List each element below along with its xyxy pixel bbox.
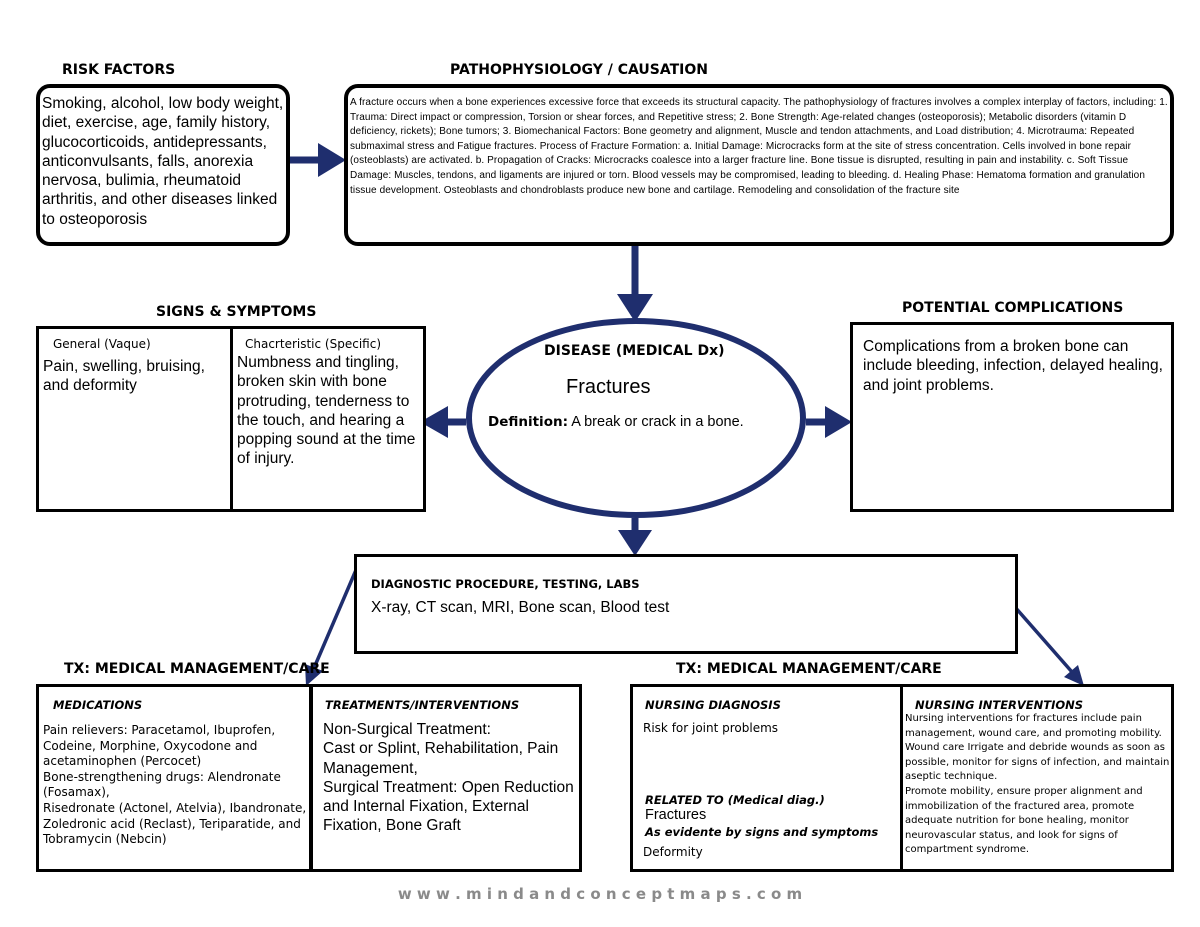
treatments-box: TREATMENTS/INTERVENTIONS Non-Surgical Tr… (310, 684, 582, 872)
risk-factors-box: Smoking, alcohol, low body weight, diet,… (36, 84, 290, 246)
nursing-diagnosis-label: NURSING DIAGNOSIS (645, 698, 781, 712)
disease-name: Fractures (566, 376, 651, 398)
complications-text: Complications from a broken bone can inc… (863, 338, 1163, 394)
site-watermark: w w w . m i n d a n d c o n c e p t m a … (397, 885, 803, 903)
medications-label: MEDICATIONS (53, 698, 143, 712)
arrow-risk-to-patho (290, 143, 346, 177)
complications-box: Complications from a broken bone can inc… (850, 322, 1174, 512)
pathophysiology-heading: PATHOPHYSIOLOGY / CAUSATION (450, 62, 708, 78)
medications-text: Pain relievers: Paracetamol, Ibuprofen, … (43, 723, 307, 847)
disease-ellipse (466, 318, 806, 518)
signs-specific-box: Chacrteristic (Specific) Numbness and ti… (230, 326, 426, 512)
arrow-diagnostics-to-tx-medical (305, 569, 358, 686)
arrow-disease-to-diagnostics (618, 518, 652, 556)
treatments-text: Non-Surgical Treatment: Cast or Splint, … (323, 721, 574, 835)
signs-general-text: Pain, swelling, bruising, and deformity (43, 358, 205, 394)
pathophysiology-box: A fracture occurs when a bone experience… (344, 84, 1174, 246)
evidence-text: Deformity (643, 845, 703, 859)
related-to-label: RELATED TO (Medical diag.) (645, 793, 825, 807)
nursing-diagnosis-text: Risk for joint problems (643, 721, 779, 735)
medications-box: MEDICATIONS Pain relievers: Paracetamol,… (36, 684, 312, 872)
arrow-disease-to-signs (420, 406, 466, 438)
evidence-label: As evidente by signs and symptoms (645, 825, 879, 839)
definition-text: A break or crack in a bone. (567, 414, 744, 430)
signs-specific-label: Chacrteristic (Specific) (245, 337, 381, 351)
nursing-diagnosis-box: NURSING DIAGNOSIS Risk for joint problem… (630, 684, 906, 872)
diagnostics-box: DIAGNOSTIC PROCEDURE, TESTING, LABS X-ra… (354, 554, 1018, 654)
arrow-patho-to-disease (617, 246, 653, 322)
definition-label: Definition: (488, 414, 568, 430)
risk-factors-text: Smoking, alcohol, low body weight, diet,… (42, 95, 284, 228)
arrow-disease-to-complications (806, 406, 852, 438)
signs-symptoms-heading: SIGNS & SYMPTOMS (156, 304, 317, 320)
risk-factors-heading: RISK FACTORS (62, 62, 176, 78)
tx-nursing-heading: TX: MEDICAL MANAGEMENT/CARE (676, 661, 942, 677)
pathophysiology-text: A fracture occurs when a bone experience… (350, 97, 1168, 196)
signs-general-box: General (Vaque) Pain, swelling, bruising… (36, 326, 236, 512)
nursing-interventions-label: NURSING INTERVENTIONS (915, 698, 1084, 712)
treatments-label: TREATMENTS/INTERVENTIONS (325, 698, 520, 712)
signs-general-label: General (Vaque) (53, 337, 151, 351)
tx-medical-heading: TX: MEDICAL MANAGEMENT/CARE (64, 661, 330, 677)
signs-specific-text: Numbness and tingling, broken skin with … (237, 354, 416, 468)
complications-heading: POTENTIAL COMPLICATIONS (902, 300, 1124, 316)
nursing-interventions-text: Nursing interventions for fractures incl… (905, 713, 1170, 856)
diagnostics-heading: DIAGNOSTIC PROCEDURE, TESTING, LABS (371, 577, 640, 591)
disease-definition: Definition: A break or crack in a bone. (488, 414, 744, 430)
nursing-interventions-box: NURSING INTERVENTIONS Nursing interventi… (900, 684, 1174, 872)
diagnostics-text: X-ray, CT scan, MRI, Bone scan, Blood te… (371, 599, 670, 616)
disease-heading: DISEASE (MEDICAL Dx) (544, 343, 725, 359)
related-to-text: Fractures (645, 807, 707, 823)
